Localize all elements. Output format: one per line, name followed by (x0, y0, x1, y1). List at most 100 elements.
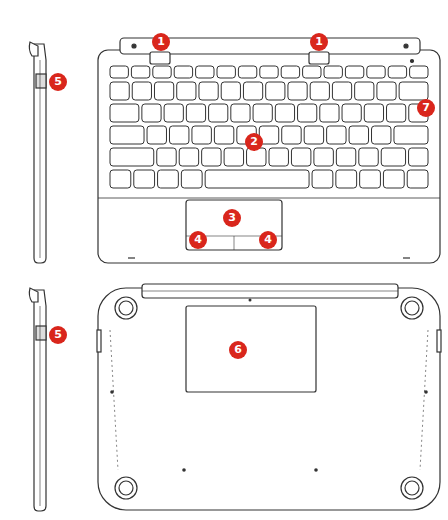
bottom-body (98, 288, 440, 510)
key (372, 126, 391, 144)
key (291, 148, 310, 166)
hinge-hook (150, 52, 170, 64)
key (253, 104, 272, 122)
key (196, 66, 214, 78)
key (110, 170, 131, 188)
key (169, 126, 188, 144)
key (192, 126, 211, 144)
touchpad (186, 200, 282, 250)
side-seam (40, 306, 41, 506)
callout-number: 7 (417, 99, 435, 117)
key (209, 104, 228, 122)
key (349, 126, 368, 144)
hinge-line (142, 291, 398, 292)
key (174, 66, 192, 78)
key (387, 104, 406, 122)
key (377, 82, 396, 100)
key (383, 170, 404, 188)
callout-number: 5 (49, 73, 67, 91)
key (360, 170, 381, 188)
key (314, 148, 333, 166)
key (266, 82, 285, 100)
callout-number: 1 (310, 33, 328, 51)
key (243, 82, 262, 100)
key (164, 104, 183, 122)
key (399, 82, 428, 100)
callout-number: 6 (229, 341, 247, 359)
key (134, 170, 155, 188)
side-hinge (29, 42, 38, 56)
key (282, 126, 301, 144)
key (388, 66, 406, 78)
key (147, 126, 166, 144)
key (409, 148, 428, 166)
key (157, 148, 176, 166)
side-profile (34, 44, 46, 263)
foot-line (420, 330, 428, 470)
side-port (36, 326, 46, 340)
key (298, 104, 317, 122)
key (269, 148, 288, 166)
indicator-light (411, 60, 414, 63)
key (260, 66, 278, 78)
key (342, 104, 361, 122)
rubber-feet (115, 297, 423, 499)
access-panel (186, 306, 316, 392)
key (181, 170, 202, 188)
callout-number: 1 (152, 33, 170, 51)
key (345, 66, 363, 78)
key (238, 66, 256, 78)
key (177, 82, 196, 100)
key (132, 82, 151, 100)
touchpad-button-split (234, 236, 235, 250)
key (324, 66, 342, 78)
key (199, 82, 218, 100)
side-button (97, 330, 101, 352)
hinge-pin (132, 44, 136, 48)
key (131, 66, 149, 78)
key (110, 66, 128, 78)
key (367, 66, 385, 78)
keyboard-keys (110, 66, 428, 188)
side-port (36, 74, 46, 88)
callout-number: 5 (49, 326, 67, 344)
key (312, 170, 333, 188)
key (142, 104, 161, 122)
callout-number: 3 (223, 209, 241, 227)
key (304, 126, 323, 144)
key (332, 82, 351, 100)
key (310, 82, 329, 100)
key (205, 170, 309, 188)
key (202, 148, 221, 166)
key (320, 104, 339, 122)
foot-mark (403, 257, 410, 258)
key (158, 170, 179, 188)
palmrest-edge (98, 198, 440, 199)
key (407, 170, 428, 188)
key (288, 82, 307, 100)
callout-number: 4 (189, 231, 207, 249)
key (231, 104, 250, 122)
key (394, 126, 428, 144)
foot-line (110, 330, 118, 470)
side-profile (34, 290, 46, 511)
keyboard-body (98, 50, 440, 263)
hinge-pin (404, 44, 408, 48)
key (110, 104, 139, 122)
key (110, 126, 144, 144)
key (281, 66, 299, 78)
key (364, 104, 383, 122)
key (179, 148, 198, 166)
hinge-hook (309, 52, 329, 64)
side-button (437, 330, 441, 352)
side-seam (40, 60, 41, 258)
key (186, 104, 205, 122)
key (221, 82, 240, 100)
foot-mark (128, 257, 135, 258)
key (410, 66, 428, 78)
key (381, 148, 405, 166)
side-hinge (29, 288, 38, 302)
key (303, 66, 321, 78)
